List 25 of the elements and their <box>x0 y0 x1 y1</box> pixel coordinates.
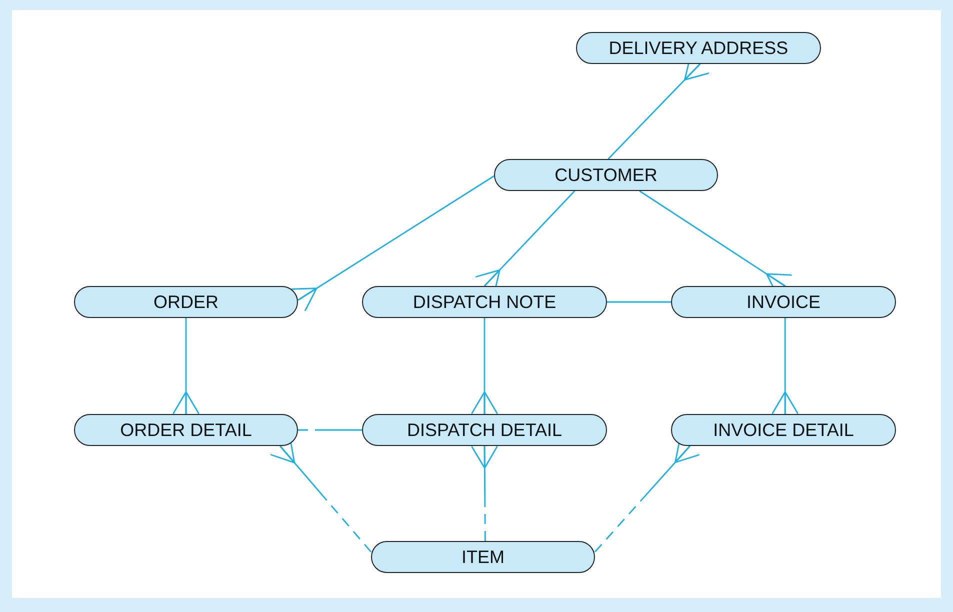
entity-name: CUSTOMER <box>554 164 658 186</box>
entity-box <box>74 286 298 318</box>
entity-box <box>671 414 896 446</box>
crows-foot-connector <box>172 318 200 415</box>
crows-foot-connector <box>470 318 498 415</box>
crows-foot-connector <box>470 445 498 541</box>
entity-name: DELIVERY ADDRESS <box>608 38 788 58</box>
entity-name: INVOICE DETAIL <box>713 420 854 440</box>
crows-foot-connector <box>290 175 494 312</box>
entity-box <box>494 159 718 191</box>
entity-box <box>576 32 821 64</box>
relationship-line <box>298 429 362 431</box>
entity-box <box>371 541 595 573</box>
relationship-line <box>607 301 671 303</box>
crows-foot-connector <box>771 318 799 415</box>
entity-name: ORDER <box>153 292 218 312</box>
entity-box <box>74 414 298 446</box>
entity-box <box>362 414 607 446</box>
entity-name: ORDER DETAIL <box>120 420 252 440</box>
entity-box <box>362 286 607 318</box>
entity-name: INVOICE <box>746 292 820 312</box>
entity-name: ITEM <box>462 546 504 568</box>
entity-name: DISPATCH DETAIL <box>406 420 562 440</box>
entity-name: DISPATCH NOTE <box>412 292 556 312</box>
entity-box <box>671 286 896 318</box>
